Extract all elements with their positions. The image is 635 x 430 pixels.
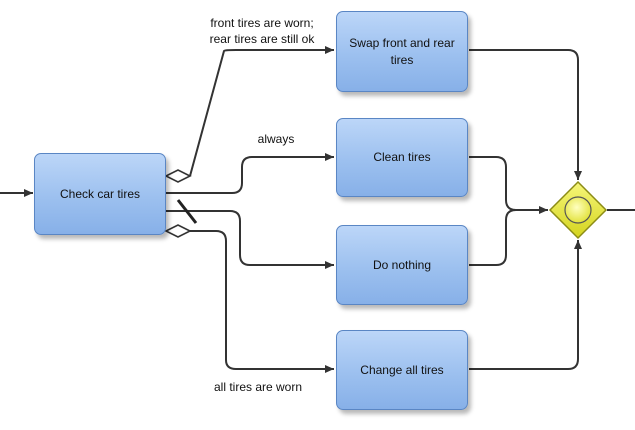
task-label: Do nothing [372, 257, 432, 272]
default-flow-slash [176, 199, 198, 224]
task-change-all-tires[interactable]: Change all tires [336, 330, 468, 410]
gateway-circle-icon [564, 196, 592, 224]
task-clean-tires[interactable]: Clean tires [336, 118, 468, 197]
flow-change-to-gateway [469, 240, 582, 370]
flow-to-clean [166, 153, 334, 194]
task-label: Check car tires [59, 186, 141, 201]
conditional-marker-top [164, 169, 192, 183]
task-label: Change all tires [360, 362, 444, 377]
flow-to-nothing [166, 210, 334, 269]
task-check-car-tires[interactable]: Check car tires [34, 153, 166, 235]
conditional-marker-bottom [164, 224, 192, 238]
condition-label-all-worn: all tires are worn [213, 380, 303, 394]
flow-to-swap [189, 46, 334, 177]
condition-label-front-worn: front tires are worn; rear tires are sti… [209, 16, 315, 46]
flow-to-change [190, 230, 334, 373]
task-label: Swap front and rear tires [349, 36, 455, 67]
task-swap-tires[interactable]: Swap front and rear tires [336, 11, 468, 92]
task-label: Clean tires [373, 150, 431, 165]
flow-clean-to-gateway [469, 156, 548, 214]
inclusive-gateway[interactable] [548, 180, 608, 240]
task-do-nothing[interactable]: Do nothing [336, 225, 468, 305]
flow-nothing-to-gateway [469, 209, 517, 266]
condition-label-always: always [257, 132, 295, 146]
flow-swap-to-gateway [469, 49, 582, 180]
